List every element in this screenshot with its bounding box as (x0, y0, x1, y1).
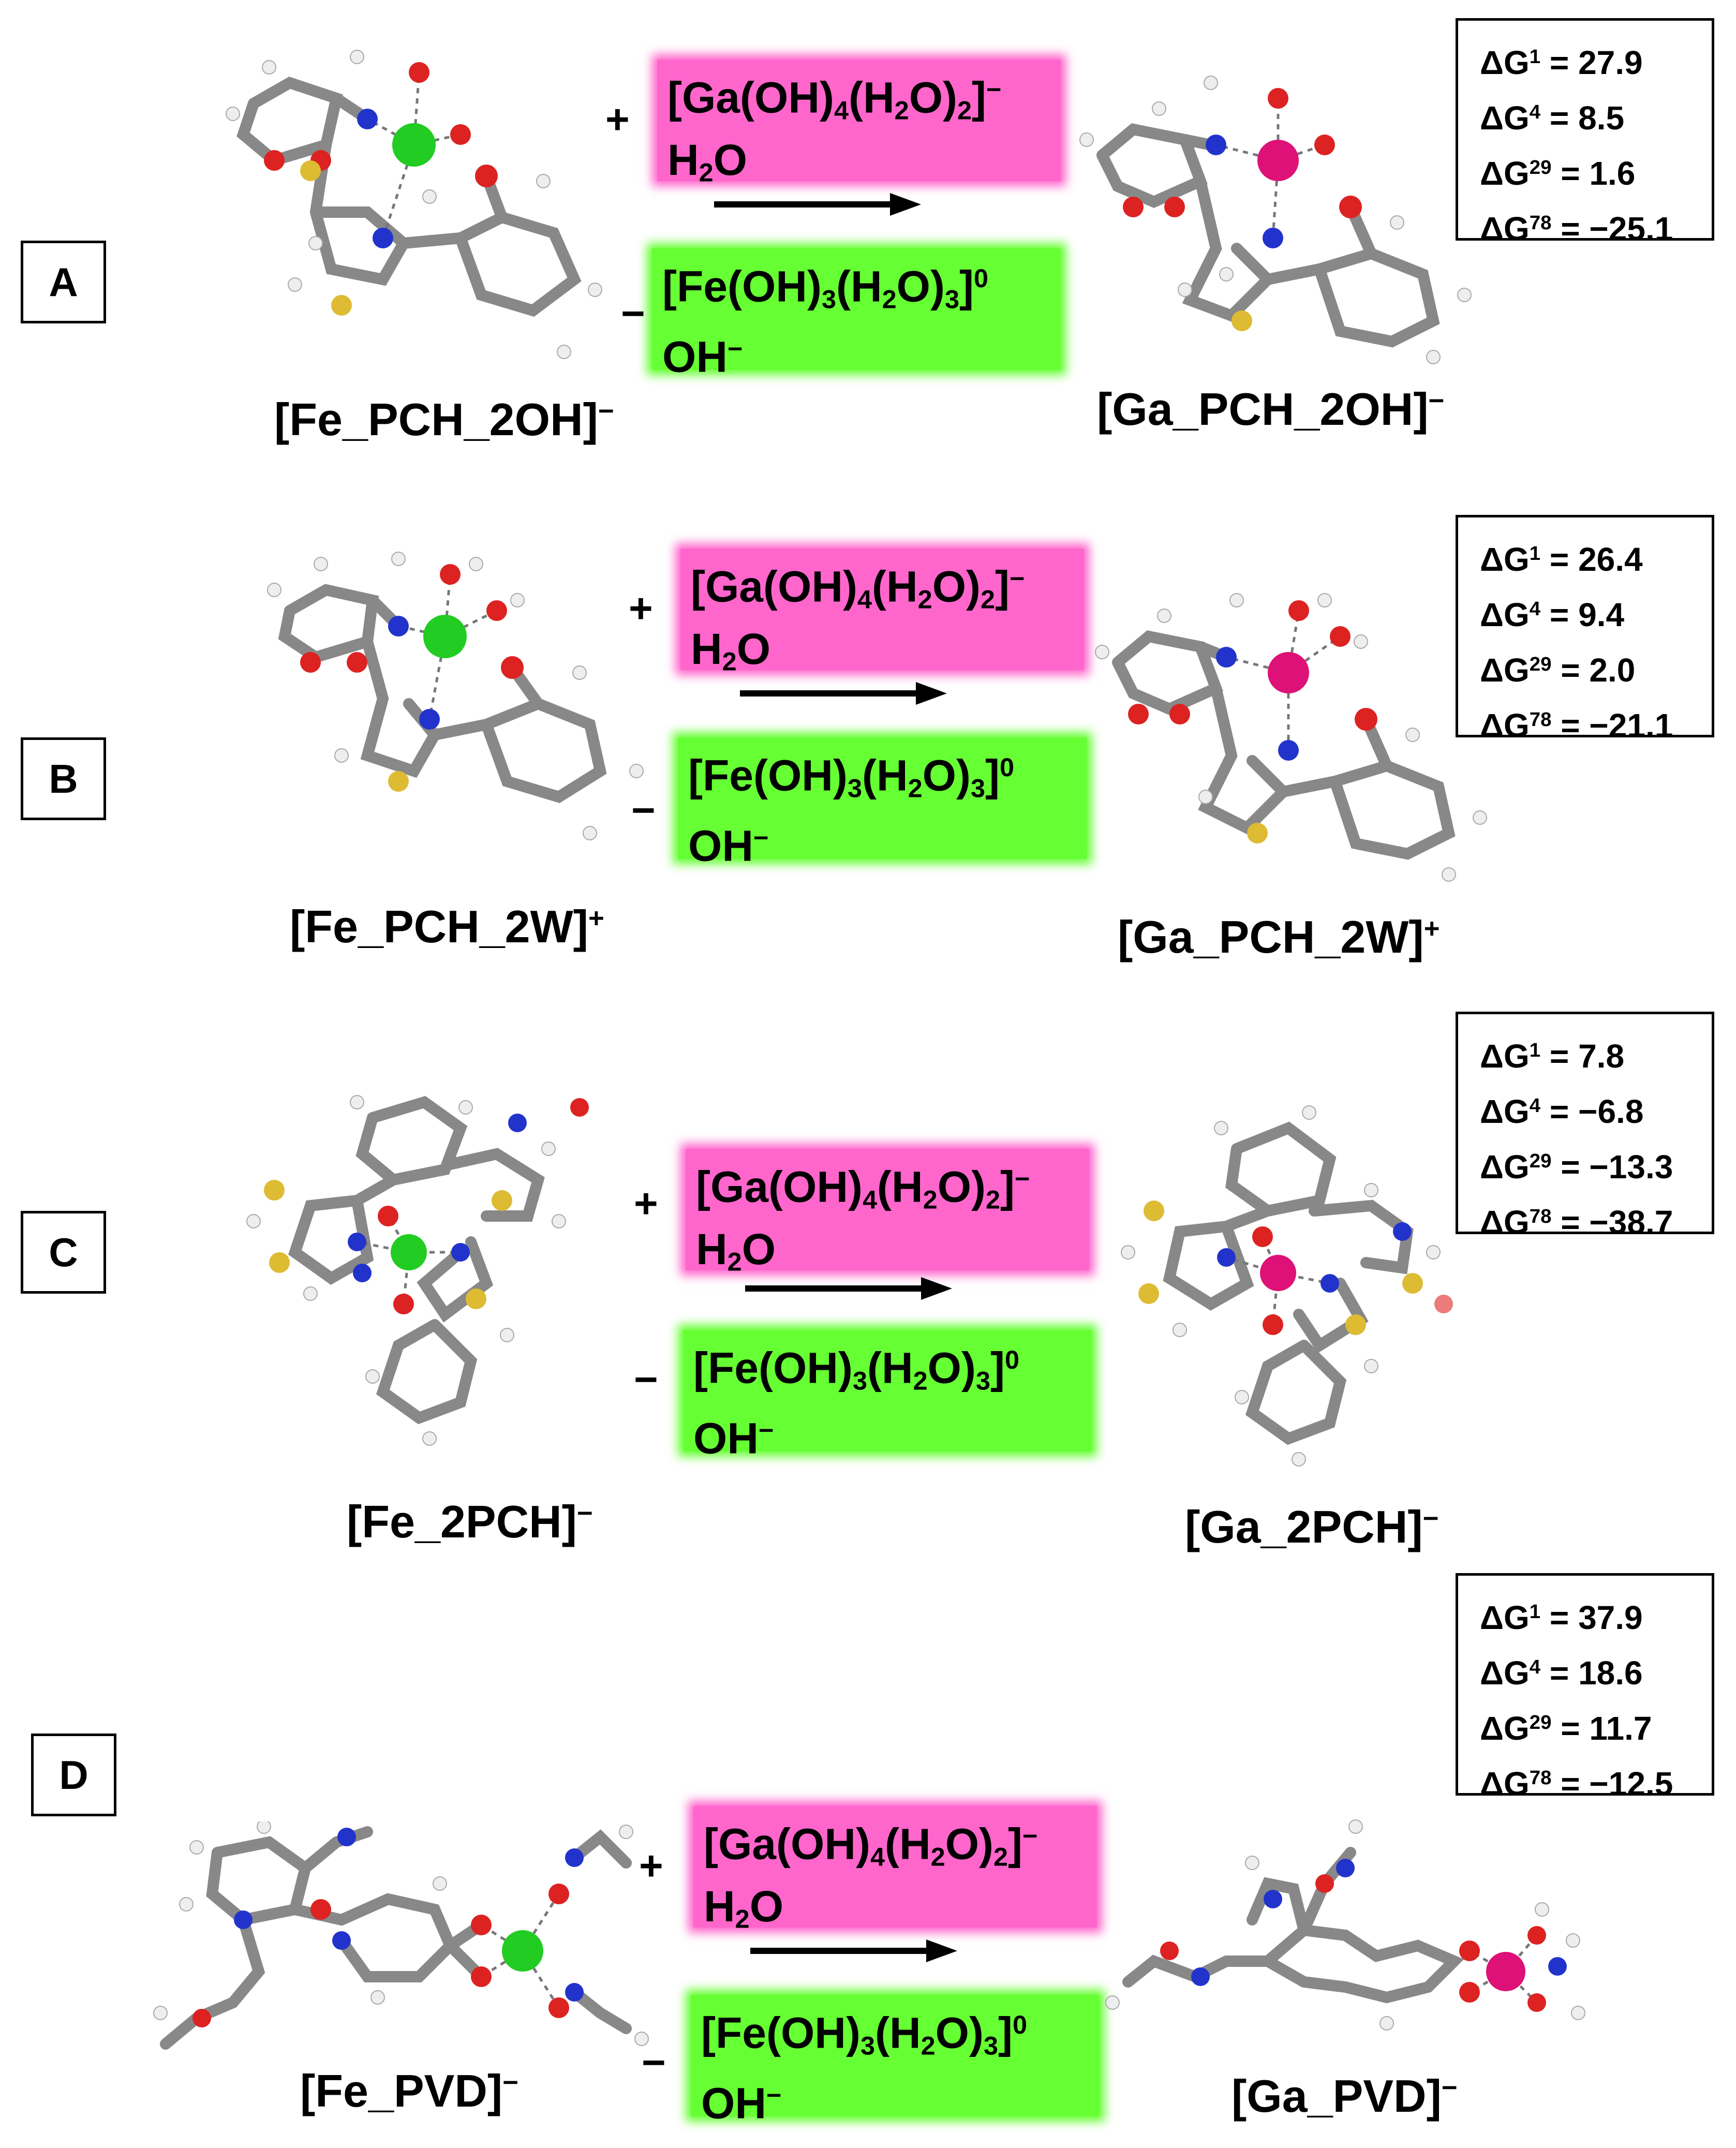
delta-g-box: ΔG1 = 27.9 ΔG4 = 8.5 ΔG29 = 1.6 ΔG78 = −… (1456, 18, 1714, 247)
reactant-name: [Fe_PVD]− (300, 2065, 519, 2116)
plus-sign: + (639, 1843, 663, 1889)
dg-line: ΔG78 = −12.5 (1480, 1765, 1673, 1803)
dg-line: ΔG1 = 26.4 (1480, 541, 1643, 579)
ga-complex-molecule (1105, 1819, 1585, 2031)
ga-reagent: [Ga(OH)4(H2O)2]−H2O (686, 1149, 1089, 1277)
dg-line: ΔG29 = −13.3 (1480, 1148, 1673, 1186)
minus-sign: − (642, 2039, 666, 2085)
ga-reagent: [Ga(OH)4(H2O)2]−H2O (657, 60, 1061, 187)
plus-sign: + (605, 96, 630, 142)
plus-sign: + (629, 585, 653, 631)
product-name: [Ga_PCH_2OH]− (1097, 383, 1445, 435)
fe-complex-molecule (226, 50, 602, 359)
product-name: [Ga_PVD]− (1231, 2070, 1458, 2122)
delta-g-box: ΔG1 = 26.4 ΔG4 = 9.4 ΔG29 = 2.0 ΔG78 = −… (1456, 515, 1714, 744)
dg-line: ΔG78 = −25.1 (1480, 210, 1673, 248)
minus-sign: − (621, 290, 645, 336)
dg-line: ΔG4 = 18.6 (1480, 1654, 1643, 1692)
panel-label: A (21, 241, 106, 323)
dg-line: ΔG4 = −6.8 (1480, 1093, 1644, 1131)
dg-line: ΔG29 = 1.6 (1480, 155, 1636, 192)
fe-complex-molecule (246, 1095, 589, 1446)
panel-label: C (21, 1211, 106, 1294)
ga-complex-molecule (1079, 76, 1472, 364)
panel-label: D (31, 1734, 116, 1816)
fe-complex-molecule (267, 552, 644, 840)
dg-line: ΔG1 = 37.9 (1480, 1599, 1643, 1637)
ga-reagent: [Ga(OH)4(H2O)2]−H2O (680, 549, 1084, 676)
dg-line: ΔG29 = 11.7 (1480, 1710, 1652, 1747)
panel-label: B (21, 737, 106, 820)
reactant-name: [Fe_2PCH]− (347, 1496, 593, 1547)
dg-line: ΔG1 = 7.8 (1480, 1038, 1625, 1075)
delta-g-box: ΔG1 = 7.8 ΔG4 = −6.8 ΔG29 = −13.3 ΔG78 =… (1456, 1012, 1714, 1241)
product-name: [Ga_PCH_2W]+ (1118, 911, 1440, 962)
fe-complex-molecule (153, 1821, 649, 2050)
ga-complex-molecule (1121, 1105, 1453, 1466)
reactant-name: [Fe_PCH_2W]+ (290, 901, 604, 952)
dg-line: ΔG4 = 8.5 (1480, 99, 1625, 137)
reaction-arrow (714, 193, 921, 216)
ga-reagent: [Ga(OH)4(H2O)2]−H2O (693, 1806, 1097, 1934)
ga-complex-molecule (1095, 593, 1487, 882)
dg-line: ΔG1 = 27.9 (1480, 44, 1643, 82)
reaction-arrow (745, 1277, 952, 1300)
minus-sign: − (631, 787, 656, 833)
dg-line: ΔG78 = −38.7 (1480, 1204, 1673, 1241)
reaction-arrow (740, 682, 947, 705)
product-name: [Ga_2PCH]− (1185, 1501, 1439, 1552)
reactant-name: [Fe_PCH_2OH]− (274, 394, 614, 445)
dg-line: ΔG4 = 9.4 (1480, 596, 1625, 634)
dg-line: ΔG78 = −21.1 (1480, 707, 1673, 745)
delta-g-box: ΔG1 = 37.9 ΔG4 = 18.6 ΔG29 = 11.7 ΔG78 =… (1456, 1573, 1714, 1802)
plus-sign: + (634, 1180, 658, 1226)
dg-line: ΔG29 = 2.0 (1480, 651, 1636, 689)
minus-sign: − (634, 1356, 658, 1402)
reaction-arrow (750, 1939, 957, 1962)
